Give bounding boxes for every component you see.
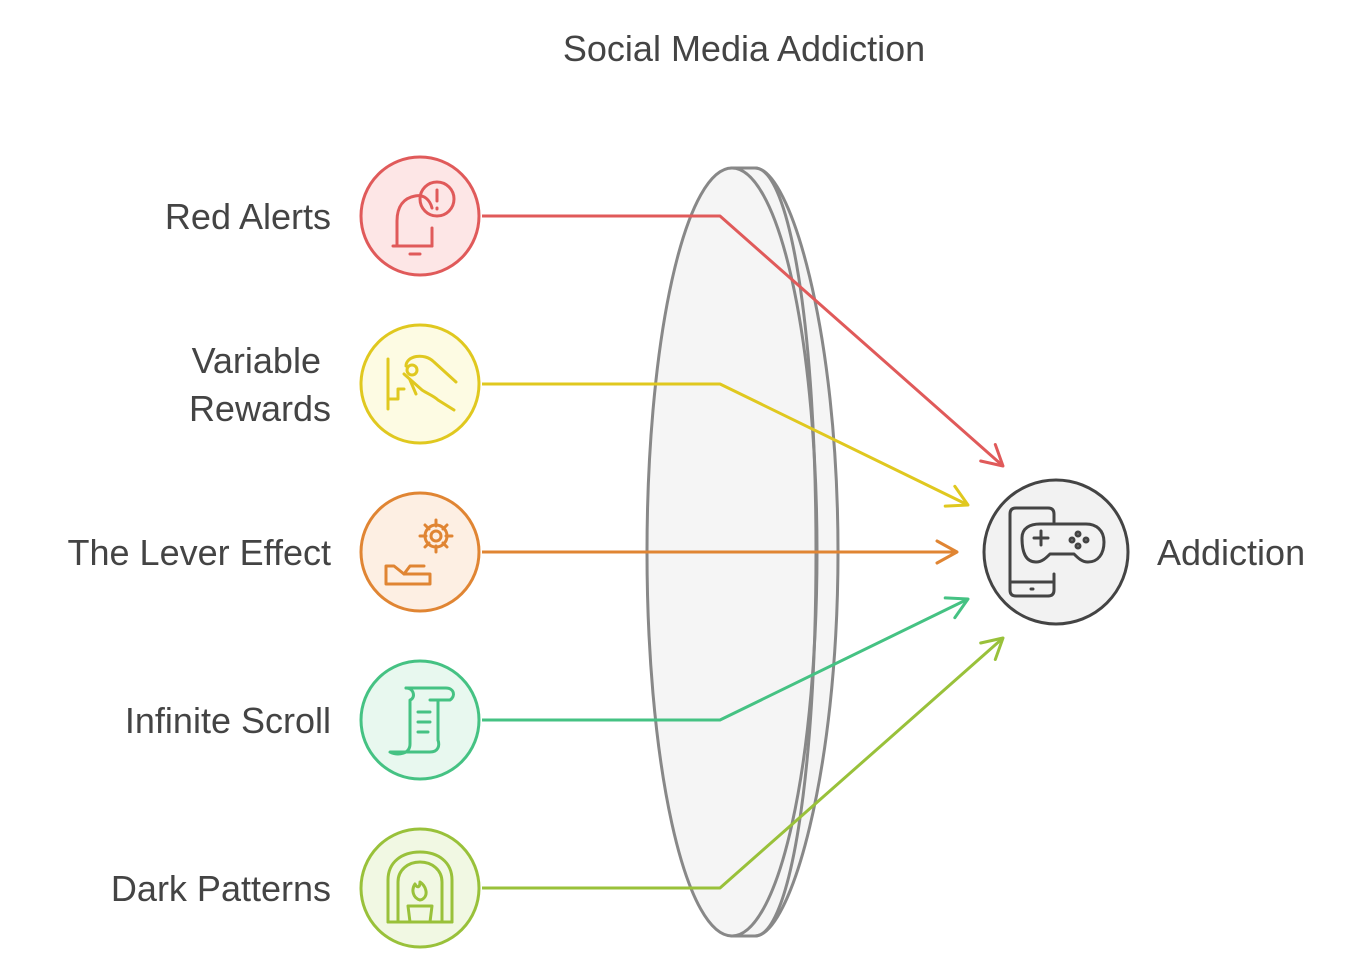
connector-variable-rewards	[482, 382, 969, 507]
source-label: Dark Patterns	[111, 868, 331, 909]
arrowhead-variable-rewards	[943, 484, 970, 508]
source-circle	[359, 827, 481, 949]
notification-bell-icon	[391, 180, 456, 256]
source-nodes: Red Alerts Variable Rewards	[68, 155, 481, 949]
connector-infinite-scroll	[482, 597, 969, 722]
source-label: Variable Rewards	[189, 340, 331, 429]
source-circle	[359, 491, 481, 613]
scroll-icon	[388, 686, 455, 756]
connector-red-alerts	[482, 214, 1004, 468]
target-circle	[982, 478, 1130, 626]
lever-gear-icon	[384, 518, 454, 586]
slot-lever-hand-icon	[386, 354, 458, 412]
source-label: The Lever Effect	[68, 532, 331, 573]
arrowhead-infinite-scroll	[943, 596, 970, 620]
arrowhead-the-lever-effect	[935, 539, 959, 565]
target-node-addiction	[982, 478, 1130, 626]
source-node-variable-rewards: Variable Rewards	[189, 323, 481, 445]
source-label: Red Alerts	[165, 196, 331, 237]
source-circle	[359, 155, 481, 277]
source-circle	[359, 659, 481, 781]
arrowhead-dark-patterns	[979, 636, 1005, 661]
connector-dark-patterns	[482, 636, 1004, 890]
source-node-red-alerts: Red Alerts	[165, 155, 481, 277]
target-label: Addiction	[1157, 532, 1305, 573]
phone-gamepad-icon	[1008, 506, 1106, 598]
source-circle	[359, 323, 481, 445]
source-label: Infinite Scroll	[125, 700, 331, 741]
connectors	[482, 214, 1005, 890]
fireplace-icon	[386, 850, 454, 924]
arrowhead-red-alerts	[979, 443, 1005, 468]
source-node-the-lever-effect: The Lever Effect	[68, 491, 481, 613]
source-node-dark-patterns: Dark Patterns	[111, 827, 481, 949]
diagram-title: Social Media Addiction	[563, 28, 925, 69]
source-node-infinite-scroll: Infinite Scroll	[125, 659, 481, 781]
